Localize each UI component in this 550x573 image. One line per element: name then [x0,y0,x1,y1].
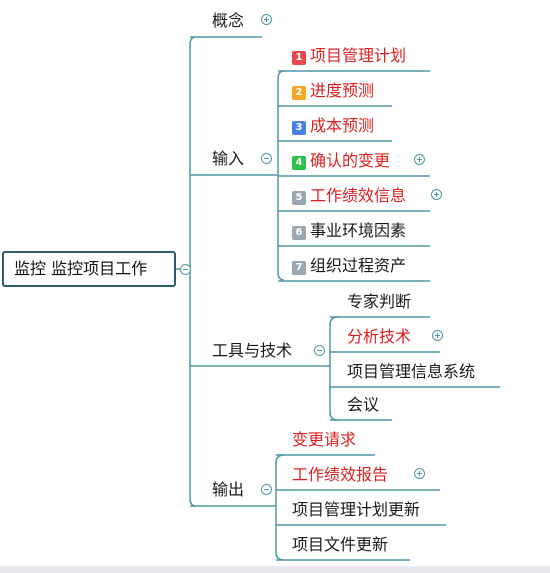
branch-input-collapse-icon[interactable] [261,153,272,164]
branch-output-collapse-icon[interactable] [261,484,272,495]
input-item-label: 事业环境因素 [310,221,407,240]
branch-concept-expand-icon[interactable] [261,14,272,25]
bottom-divider [0,566,550,573]
input-item[interactable]: 5 工作绩效信息 [292,186,406,206]
output-item[interactable]: 项目管理计划更新 [292,500,420,520]
output-item-label: 项目管理计划更新 [292,500,421,519]
branch-input[interactable]: 输入 [212,149,244,169]
branch-tools-label: 工具与技术 [212,341,293,360]
output-item-label: 变更请求 [292,430,357,449]
branch-output-label: 输出 [212,480,245,499]
number-badge-icon: 6 [292,226,306,240]
output-subtrunk [275,454,285,561]
tools-item[interactable]: 分析技术 [347,327,411,347]
number-badge-icon: 1 [292,51,306,65]
root-topic[interactable]: 监控 监控项目工作 [2,251,176,287]
number-badge-icon: 3 [292,121,306,135]
output-item-label: 工作绩效报告 [292,465,389,484]
output-item[interactable]: 变更请求 [292,430,356,450]
output-item[interactable]: 工作绩效报告 [292,465,388,485]
number-badge-icon: 5 [292,191,306,205]
output-item-label: 项目文件更新 [292,535,389,554]
input-item[interactable]: 1 项目管理计划 [292,46,406,66]
input-item[interactable]: 7 组织过程资产 [292,256,406,276]
root-collapse-icon[interactable] [180,264,191,275]
branch-concept-label: 概念 [212,11,245,30]
tools-item-label: 会议 [347,395,380,414]
input-item[interactable]: 2 进度预测 [292,81,374,101]
input-item-label: 工作绩效信息 [310,186,407,205]
expand-icon[interactable] [414,468,425,479]
branch-output[interactable]: 输出 [212,480,244,500]
input-item-label: 项目管理计划 [310,46,407,65]
branch-tools[interactable]: 工具与技术 [212,341,292,361]
number-badge-icon: 2 [292,86,306,100]
input-item[interactable]: 3 成本预测 [292,116,374,136]
main-trunk [189,36,197,507]
input-item[interactable]: 6 事业环境因素 [292,221,406,241]
number-badge-icon: 4 [292,156,306,170]
tools-item[interactable]: 项目管理信息系统 [347,362,475,382]
expand-icon[interactable] [414,154,425,165]
branch-tools-collapse-icon[interactable] [314,345,325,356]
tools-item-label: 专家判断 [347,292,412,311]
expand-icon[interactable] [432,330,443,341]
input-item-label: 成本预测 [310,116,375,135]
input-item[interactable]: 4 确认的变更 [292,151,390,171]
branch-input-label: 输入 [212,149,245,168]
tools-subtrunk [329,316,339,421]
output-item[interactable]: 项目文件更新 [292,535,388,555]
input-item-label: 组织过程资产 [310,256,407,275]
input-item-label: 确认的变更 [310,151,391,170]
input-item-label: 进度预测 [310,81,375,100]
number-badge-icon: 7 [292,261,306,275]
expand-icon[interactable] [431,189,442,200]
tools-item-label: 项目管理信息系统 [347,362,476,381]
root-topic-label: 监控 监控项目工作 [14,259,148,278]
tools-item[interactable]: 专家判断 [347,292,411,312]
branch-concept[interactable]: 概念 [212,11,244,31]
tools-item[interactable]: 会议 [347,395,379,415]
tools-item-label: 分析技术 [347,327,412,346]
